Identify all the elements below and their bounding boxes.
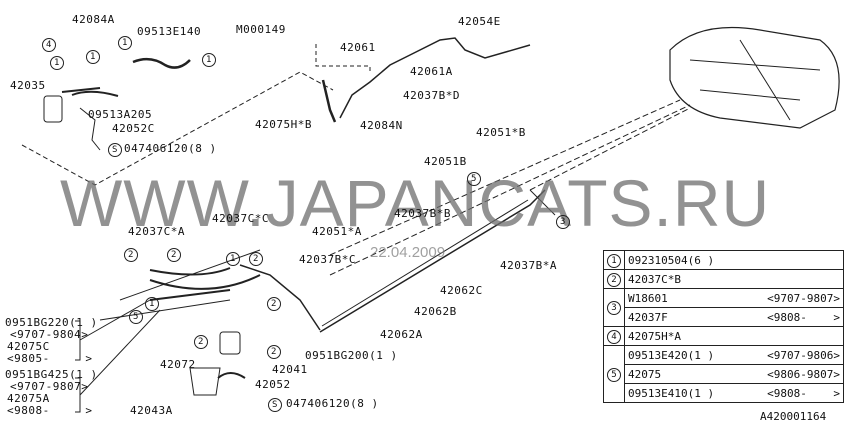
label-42041: 42041 — [272, 363, 308, 376]
dashed-guide-tank — [329, 99, 691, 276]
label-42051B: 42051B — [424, 155, 467, 168]
callout-3: 3 — [556, 215, 570, 229]
label-42035: 42035 — [10, 79, 46, 92]
canister-42035 — [43, 87, 119, 151]
label-42037B-D: 42037B*D — [403, 89, 460, 102]
callout-s: S — [108, 143, 122, 157]
watermark-date: 22.04.2009 — [370, 244, 446, 261]
label-42052C: 42052C — [112, 122, 155, 135]
label-42072: 42072 — [160, 358, 196, 371]
label-42075A: 42075A — [7, 392, 50, 405]
diagram-code: A420001164 — [760, 410, 827, 423]
label-42062C: 42062C — [440, 284, 483, 297]
callout-1: 1 — [118, 36, 132, 50]
pipe-42062 — [239, 189, 546, 333]
label-047406120-top: 047406120(8 ) — [124, 142, 217, 155]
label-42075C: 42075C — [7, 340, 50, 353]
label-42062A: 42062A — [380, 328, 423, 341]
label-9805: <9805- > — [7, 352, 93, 365]
label-42043A: 42043A — [130, 404, 173, 417]
hose-42075HB — [321, 79, 337, 123]
pipe-42061 — [339, 37, 531, 119]
legend-row-5b: 42075<9806-9807> — [604, 364, 844, 384]
callout-1: 1 — [145, 297, 159, 311]
label-42037C-C: 42037C*C — [212, 212, 269, 225]
label-42075H-B: 42075H*B — [255, 118, 312, 131]
callout-s: S — [268, 398, 282, 412]
label-09513E140: 09513E140 — [137, 25, 202, 38]
label-42037B-C: 42037B*C — [299, 253, 356, 266]
cup-42043A — [189, 367, 221, 396]
callout-4: 4 — [42, 38, 56, 52]
label-09513A205: 09513A205 — [88, 108, 153, 121]
clamp-42041 — [217, 372, 246, 379]
legend-row-5c: 09513E410(1 )<9808- > — [604, 383, 844, 403]
callout-1: 1 — [86, 50, 100, 64]
callout-2: 2 — [194, 335, 208, 349]
label-42037B-A: 42037B*A — [500, 259, 557, 272]
callout-1: 1 — [202, 53, 216, 67]
dashed-guide-left — [21, 71, 334, 186]
label-42084N: 42084N — [360, 119, 403, 132]
label-9808: <9808- > — [7, 404, 93, 417]
label-0951BG200: 0951BG200(1 ) — [305, 349, 398, 362]
label-42061A: 42061A — [410, 65, 453, 78]
label-42051-B: 42051*B — [476, 126, 526, 139]
callout-2: 2 — [267, 297, 281, 311]
label-42061: 42061 — [340, 41, 376, 54]
label-42037B-B: 42037B*B — [394, 207, 451, 220]
hose-09513E140 — [132, 57, 191, 69]
legend-row-3b: 42037F<9808- > — [604, 307, 844, 327]
callout-5: 5 — [467, 172, 481, 186]
label-42052: 42052 — [255, 378, 291, 391]
callout-1: 1 — [50, 56, 64, 70]
label-42051-A: 42051*A — [312, 225, 362, 238]
label-0951BG425: 0951BG425(1 ) — [5, 368, 98, 381]
label-42037C-A: 42037C*A — [128, 225, 185, 238]
callout-2: 2 — [267, 345, 281, 359]
callout-1: 1 — [226, 252, 240, 266]
fuel-tank — [669, 27, 840, 129]
label-9707-9804: <9707-9804> — [10, 328, 89, 341]
watermark: WWW.JAPANCATS.RU — [60, 166, 771, 240]
label-42054E: 42054E — [458, 15, 501, 28]
label-42062B: 42062B — [414, 305, 457, 318]
label-9707-9807: <9707-9807> — [10, 380, 89, 393]
label-047406120-bottom: 047406120(8 ) — [286, 397, 379, 410]
pipe-bundle — [149, 267, 261, 301]
dashed-guide-bolt — [315, 44, 371, 72]
callout-5: 5 — [129, 310, 143, 324]
callout-2: 2 — [249, 252, 263, 266]
label-M000149: M000149 — [236, 23, 286, 36]
callout-2: 2 — [124, 248, 138, 262]
label-42084A: 42084A — [72, 13, 115, 26]
label-0951BG220: 0951BG220(1 ) — [5, 316, 98, 329]
pump-42072 — [219, 331, 241, 355]
callout-2: 2 — [167, 248, 181, 262]
